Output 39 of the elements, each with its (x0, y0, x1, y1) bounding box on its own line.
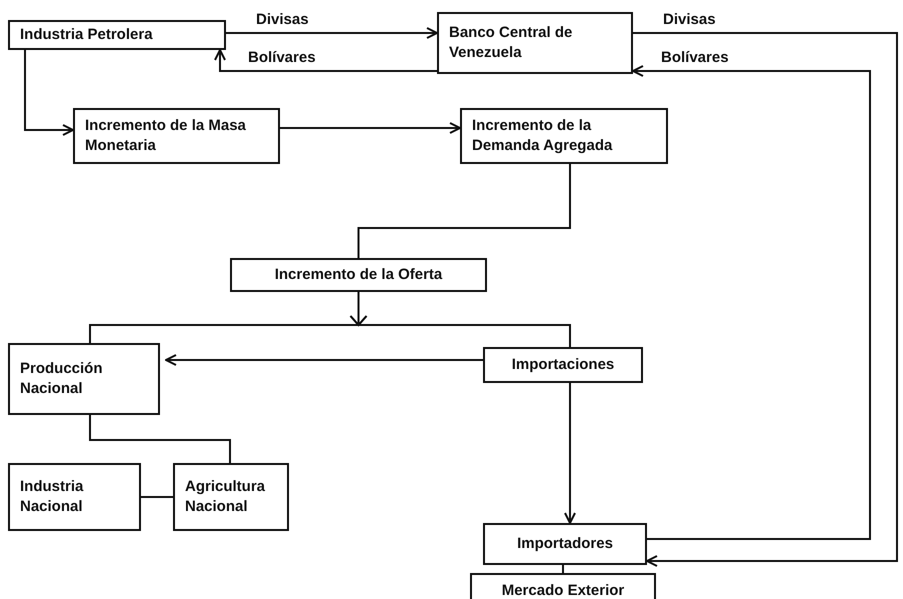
node-text: Industria Petrolera (20, 24, 153, 45)
process-box (460, 108, 668, 164)
node-text: Banco Central de Venezuela (449, 22, 574, 63)
process-box (8, 20, 226, 50)
node-text: Mercado Exterior (502, 580, 624, 599)
connector-line (141, 496, 173, 498)
process-box (230, 258, 487, 292)
edge-label: Bolívares (248, 49, 316, 66)
process-box (470, 573, 656, 599)
edge-label: Bolívares (661, 49, 729, 66)
node-text: Importadores (517, 534, 613, 554)
arrow (280, 122, 461, 134)
edge-label: Divisas (663, 11, 716, 28)
arrow (226, 27, 438, 39)
arrow (564, 383, 576, 524)
arrow (633, 32, 898, 567)
process-box (8, 463, 141, 531)
node-text: Incremento de la Masa Monetaria (85, 116, 247, 156)
connector-line (562, 565, 564, 573)
connector-line (89, 415, 231, 463)
arrow (24, 50, 74, 136)
process-box (483, 347, 643, 383)
connector-line (358, 164, 571, 258)
node-text: Industria Nacional (20, 476, 84, 517)
process-box (173, 463, 289, 531)
node-text: Incremento de la Demanda Agregada (472, 116, 614, 156)
process-box (437, 12, 633, 74)
node-text: Producción Nacional (20, 358, 104, 399)
arrow (214, 49, 437, 72)
edge-label: Divisas (256, 11, 309, 28)
arrow (165, 354, 483, 366)
process-box (8, 343, 160, 415)
node-text: Incremento de la Oferta (274, 264, 442, 285)
arrow (632, 65, 871, 540)
node-text: Importaciones (512, 354, 614, 375)
process-box (73, 108, 280, 164)
process-box (483, 523, 647, 565)
arrow (350, 291, 571, 348)
node-text: Agricultura Nacional (185, 476, 266, 517)
